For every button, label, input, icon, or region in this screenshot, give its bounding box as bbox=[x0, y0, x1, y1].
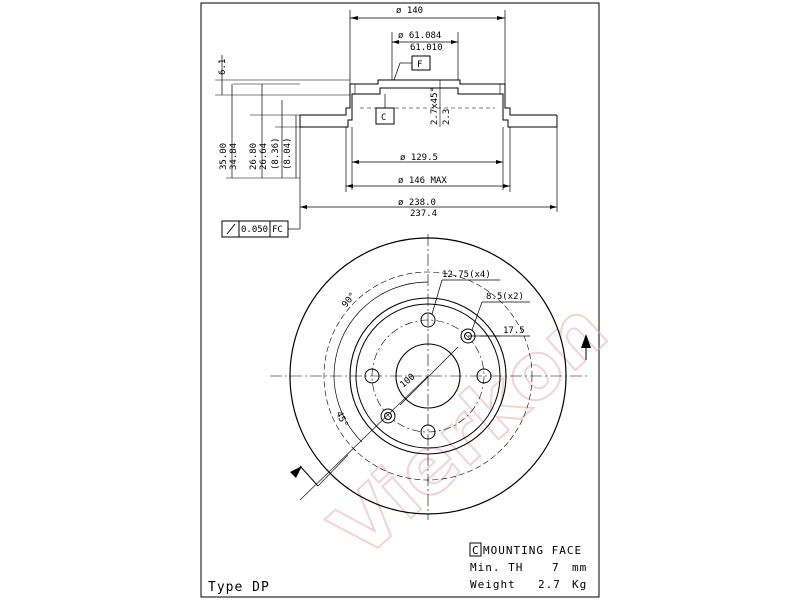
dim-61-label: 6.1 bbox=[218, 59, 228, 75]
height-2680-label: 26.80 bbox=[249, 143, 259, 170]
dia-140-label: ø 140 bbox=[396, 6, 423, 16]
disc-profile-outline bbox=[300, 79, 557, 116]
dia-2374-label: 237.4 bbox=[410, 209, 437, 219]
outer-disc-circle bbox=[289, 237, 567, 515]
dia-61084-label: ø 61.084 bbox=[398, 31, 441, 41]
section-view bbox=[215, 10, 558, 238]
dim-23-label: 2.3 bbox=[442, 109, 452, 125]
rotation-arrow-right bbox=[581, 334, 591, 348]
height-3484-label: 34.84 bbox=[229, 143, 239, 170]
holes-1275-label: 12.75(x4) bbox=[442, 270, 491, 280]
dim-175-label: 17.5 bbox=[503, 326, 525, 336]
pcd-circle bbox=[371, 319, 485, 433]
dia-61010-label: 61.010 bbox=[410, 43, 443, 53]
bolt-hole-top bbox=[420, 312, 436, 328]
svg-text:Vierkon: Vierkon bbox=[315, 285, 625, 577]
tolerance-value: 0.050 bbox=[241, 225, 268, 235]
bolt-hole-bottom bbox=[420, 424, 436, 440]
tolerance-ref: FC bbox=[272, 225, 283, 235]
pcd-100-label: 100 bbox=[399, 372, 418, 390]
braking-ring-circle bbox=[323, 271, 533, 481]
weight-value: 2.7 bbox=[538, 578, 561, 591]
mounting-c-label: C bbox=[472, 544, 480, 557]
dia-146max-label: ø 146 MAX bbox=[398, 176, 447, 186]
type-label: Type DP bbox=[208, 580, 270, 595]
bolt-hole-left bbox=[364, 368, 380, 384]
hat-outer-circle bbox=[349, 297, 507, 455]
dia-1295-label: ø 129.5 bbox=[400, 153, 438, 163]
min-th-label: Min. TH bbox=[470, 561, 523, 574]
height-2664-label: 26.64 bbox=[259, 143, 269, 170]
weight-label: Weight bbox=[470, 578, 516, 591]
height-804-label: (8.04) bbox=[283, 137, 293, 170]
center-bore-circle bbox=[395, 343, 461, 409]
min-th-value: 7 bbox=[552, 561, 560, 574]
bolt-hole-right bbox=[476, 368, 492, 384]
drawing-frame bbox=[200, 2, 600, 598]
min-th-unit: mm bbox=[572, 561, 587, 574]
plan-view bbox=[270, 234, 590, 520]
disc-profile-inner bbox=[300, 87, 557, 128]
hat-inner-circle bbox=[355, 303, 501, 449]
weight-unit: Kg bbox=[572, 578, 587, 591]
dia-2380-label: ø 238.0 bbox=[398, 198, 436, 208]
angle-45-label: 45° bbox=[333, 410, 349, 429]
mounting-face-label: MOUNTING FACE bbox=[483, 544, 582, 557]
datum-c-label: C bbox=[381, 113, 386, 123]
height-836-label: (8.36) bbox=[271, 137, 281, 170]
datum-f-label: F bbox=[417, 60, 422, 70]
holes-85-label: 8.5(x2) bbox=[486, 292, 524, 302]
chamfer-label: 2.7x45° bbox=[430, 87, 440, 125]
height-3500-label: 35.00 bbox=[219, 143, 229, 170]
watermark-logo: Vierkon bbox=[314, 284, 626, 578]
locating-hole-sw bbox=[380, 408, 396, 424]
mounting-c-box bbox=[469, 542, 482, 557]
angle-90-label: 90° bbox=[340, 291, 358, 310]
rotation-arrow-left bbox=[290, 466, 302, 478]
